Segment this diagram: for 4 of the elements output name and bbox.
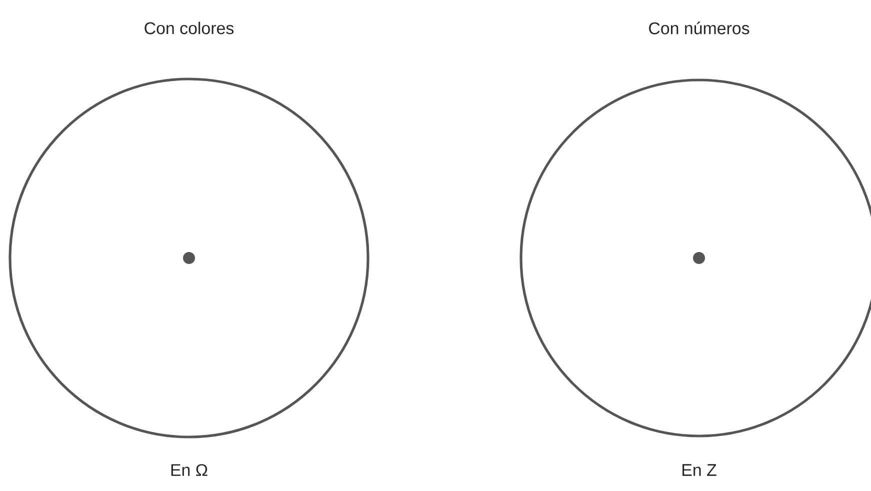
heading: Con números xyxy=(649,22,750,34)
heading: Con colores xyxy=(144,22,234,34)
node-label: En Z xyxy=(682,464,716,476)
node-label: En Ω xyxy=(171,464,208,476)
